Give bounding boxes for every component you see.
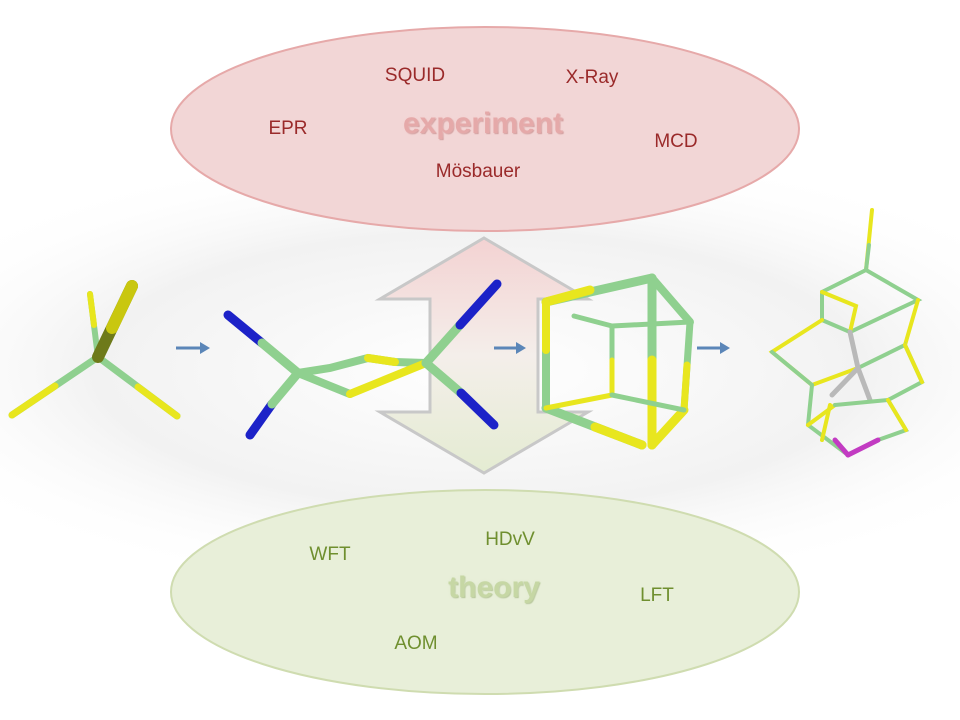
molecule-tetrahedral: [8, 280, 181, 420]
experiment-ellipse: [170, 26, 800, 232]
theory-ellipse: [170, 489, 800, 695]
experiment-title: experiment: [402, 107, 564, 140]
method-label-mcd: MCD: [654, 131, 698, 152]
molecule-cluster: [768, 208, 925, 458]
method-label-hdvv: HDvV: [485, 529, 535, 550]
method-label-xray: X-Ray: [565, 67, 619, 88]
transition-arrows: [176, 342, 730, 354]
method-label-epr: EPR: [268, 118, 308, 139]
molecule-cubane: [541, 273, 694, 450]
method-label-wft: WFT: [309, 544, 351, 565]
theory-title: theory: [448, 571, 540, 604]
method-label-mossbauer: Mösbauer: [435, 161, 521, 182]
method-label-aom: AOM: [394, 633, 438, 654]
method-label-lft: LFT: [640, 585, 674, 606]
method-label-squid: SQUID: [384, 65, 446, 86]
molecule-dimer: [223, 279, 502, 440]
